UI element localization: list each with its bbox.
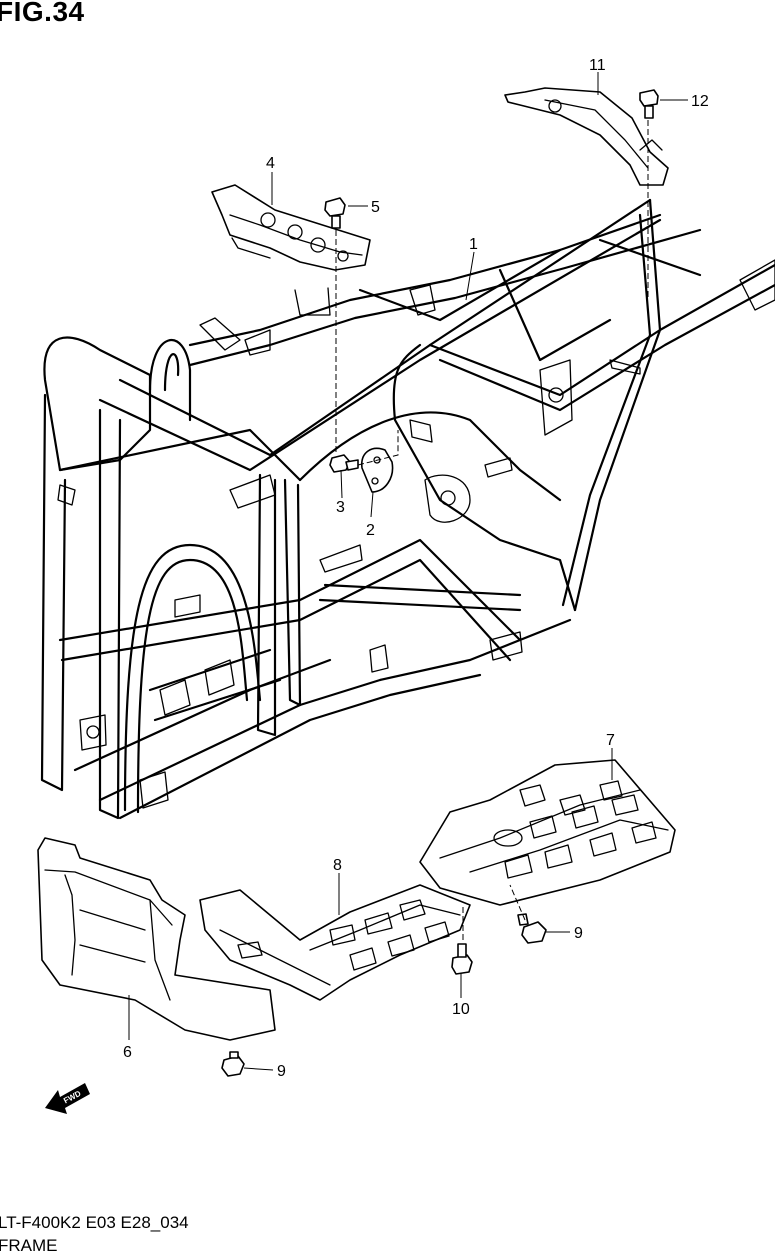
callout-3: 3 — [336, 499, 345, 516]
callout-5: 5 — [371, 199, 380, 216]
bolt-part-5 — [324, 197, 346, 229]
bolt-part-10 — [451, 943, 473, 975]
callout-2: 2 — [366, 522, 375, 539]
callout-1: 1 — [469, 236, 478, 253]
fwd-arrow-icon: FWD — [45, 1083, 90, 1114]
callout-9-front: 9 — [277, 1063, 286, 1080]
callout-10: 10 — [452, 1001, 470, 1018]
skid-plate-part-8 — [199, 884, 471, 1001]
drawing-code: LT-F400K2 E03 E28_034 — [0, 1213, 189, 1232]
bolt-part-9-rear — [517, 913, 547, 944]
callout-12: 12 — [691, 93, 709, 110]
figure-caption: FRAME — [0, 1236, 58, 1255]
bolt-part-12 — [639, 89, 659, 119]
callout-4: 4 — [266, 155, 275, 172]
figure-title: FIG.34 — [0, 0, 85, 27]
callout-6: 6 — [123, 1044, 132, 1061]
main-frame — [40, 198, 775, 820]
plate-part-2 — [361, 447, 394, 493]
callout-labels: 1 2 3 4 5 6 7 8 9 9 10 11 12 — [123, 57, 709, 1080]
assembly-lines — [335, 120, 649, 940]
callout-7: 7 — [606, 732, 615, 749]
bolt-part-3 — [329, 454, 359, 473]
front-guard-part-6 — [37, 837, 276, 1041]
callout-8: 8 — [333, 857, 342, 874]
callout-9-rear: 9 — [574, 925, 583, 942]
leader-lines — [128, 72, 688, 1071]
bracket-part-4 — [211, 184, 371, 271]
skid-plate-part-7 — [419, 759, 676, 906]
callout-11: 11 — [589, 57, 606, 74]
bracket-part-11 — [504, 87, 669, 186]
bolt-part-9-front — [221, 1051, 245, 1077]
